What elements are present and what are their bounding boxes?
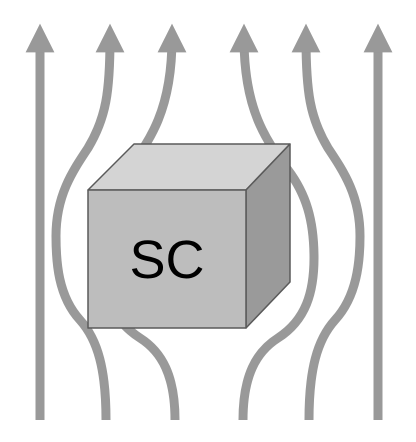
field-line-2: [51, 23, 125, 421]
cube-front-face: [87, 189, 247, 329]
cube-label: SC: [129, 230, 204, 290]
superconductor-cube: SC: [87, 143, 291, 329]
field-line-5: [291, 23, 365, 421]
field-line-4: [229, 23, 319, 421]
